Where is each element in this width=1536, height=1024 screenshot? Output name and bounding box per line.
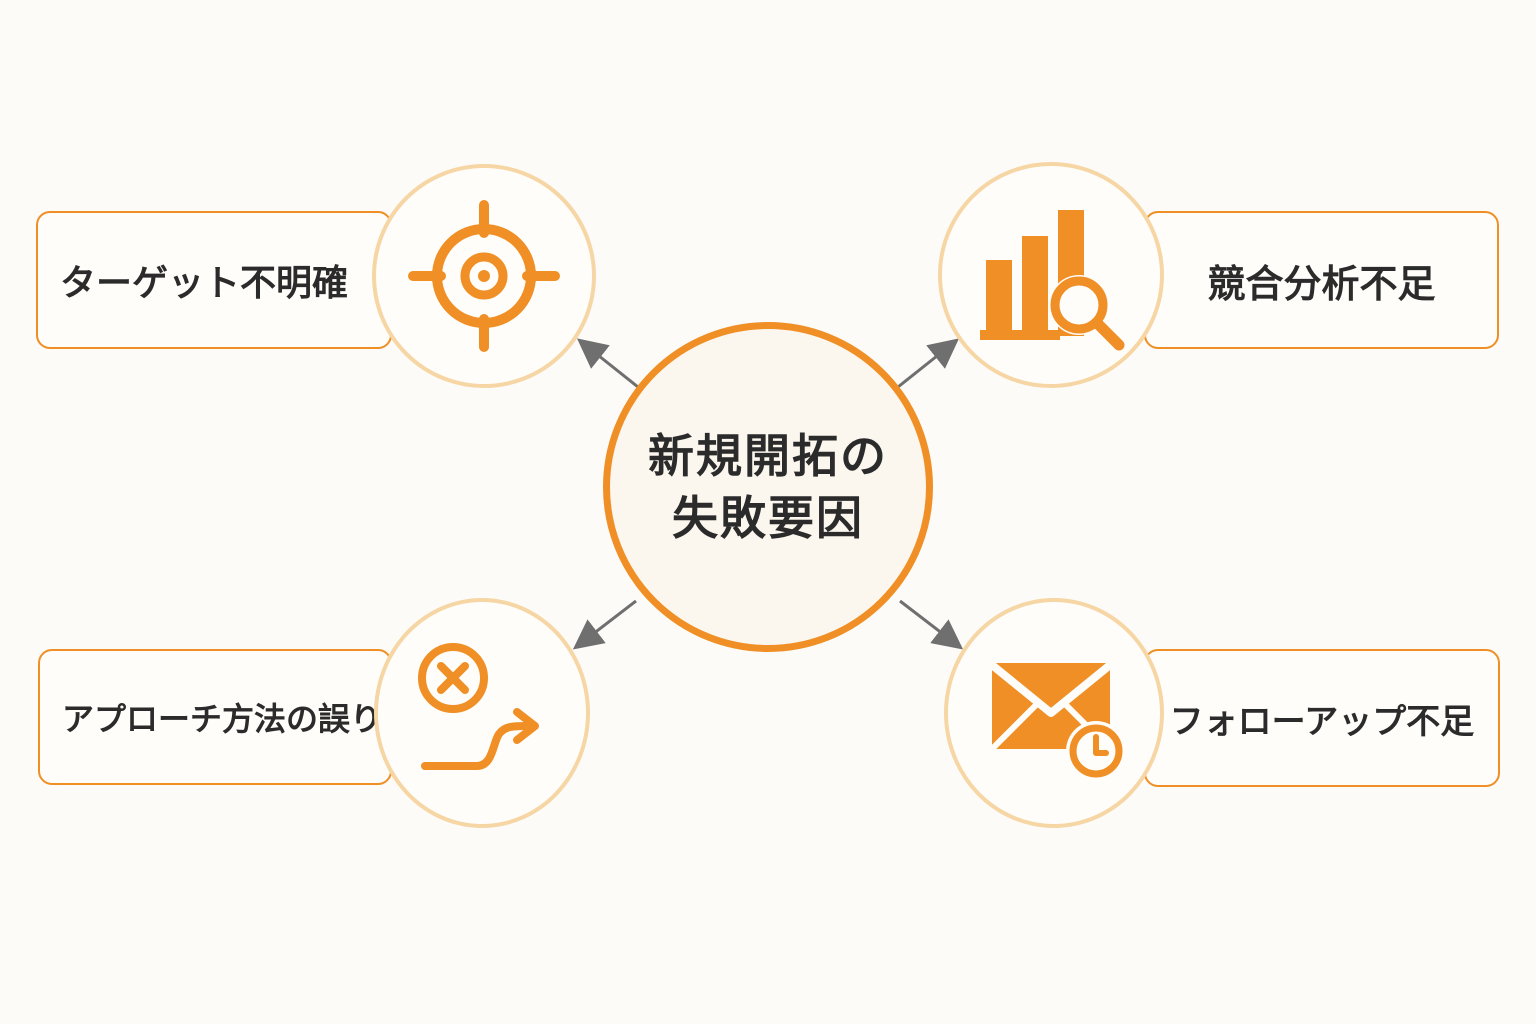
factor-label-box-competitor: 競合分析不足 [1144,211,1499,349]
factor-icon-circle-followup [944,598,1164,828]
factor-label-box-followup: フォローアップ不足 [1144,649,1500,787]
arrow-top-left [576,338,639,389]
arrow-bottom-right [899,599,964,650]
factor-label-box-target: ターゲット不明確 [36,211,392,349]
factor-label: フォローアップ不足 [1169,701,1475,742]
target-icon [408,200,560,352]
wrong-path-icon [418,643,539,770]
arrow-bottom-left [572,599,637,650]
central-topic: 新規開拓の 失敗要因 [603,322,933,652]
central-topic-line2: 失敗要因 [672,491,864,545]
factor-icon-circle-approach [374,598,590,828]
factor-icon-circle-competitor [938,162,1164,388]
arrow-top-right [897,338,960,389]
mail-clock-icon [989,661,1126,781]
factor-label: ターゲット不明確 [60,263,349,304]
central-topic-line1: 新規開拓の [648,428,888,483]
factor-icon-circle-target [372,164,596,388]
factor-label-box-approach: アプローチ方法の誤り [38,649,392,785]
factor-label: 競合分析不足 [1207,261,1436,306]
factor-label: アプローチ方法の誤り [62,700,383,738]
bar-chart-search-icon [980,210,1125,351]
